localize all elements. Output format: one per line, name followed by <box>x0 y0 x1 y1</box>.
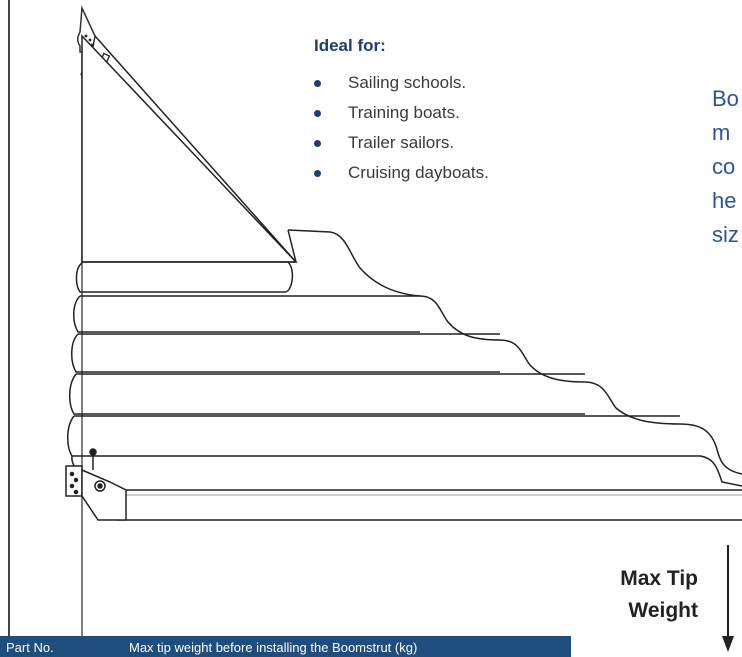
truncated-side-text: Bo m co he siz <box>712 82 742 252</box>
col-max-tip-weight: Max tip weight before installing the Boo… <box>129 640 418 655</box>
sail-folds <box>67 229 742 491</box>
list-item-label: Trailer sailors. <box>348 133 455 152</box>
max-tip-line: Max Tip <box>620 567 698 590</box>
ideal-for-title: Ideal for: <box>314 36 386 55</box>
list-item-label: Training boats. <box>348 103 460 122</box>
list-item: Training boats. <box>310 102 489 132</box>
sail-leech <box>94 35 297 263</box>
bullet-icon <box>314 140 321 147</box>
table-header: Part No. Max tip weight before installin… <box>0 636 571 657</box>
max-tip-weight-label: Max Tip Weight <box>578 563 698 627</box>
side-text-line: Bo <box>712 86 739 111</box>
gooseneck-fitting <box>65 448 127 521</box>
list-item: Trailer sailors. <box>310 132 489 162</box>
bullet-icon <box>314 110 321 117</box>
side-text-line: he <box>712 188 737 213</box>
col-part-no: Part No. <box>6 640 54 655</box>
side-text-line: co <box>712 154 736 179</box>
list-item-label: Sailing schools. <box>348 73 467 92</box>
ideal-for-list: Sailing schools. Training boats. Trailer… <box>310 72 489 192</box>
list-item: Cruising dayboats. <box>310 162 489 192</box>
sail-upper-panel <box>81 34 298 263</box>
weight-line: Weight <box>628 599 698 622</box>
side-text-line: siz <box>712 222 739 247</box>
list-item: Sailing schools. <box>310 72 489 102</box>
list-item-label: Cruising dayboats. <box>348 163 489 182</box>
side-text-line: m <box>712 120 731 145</box>
bullet-icon <box>314 170 321 177</box>
down-arrow-icon <box>722 545 734 652</box>
bullet-icon <box>314 80 321 87</box>
